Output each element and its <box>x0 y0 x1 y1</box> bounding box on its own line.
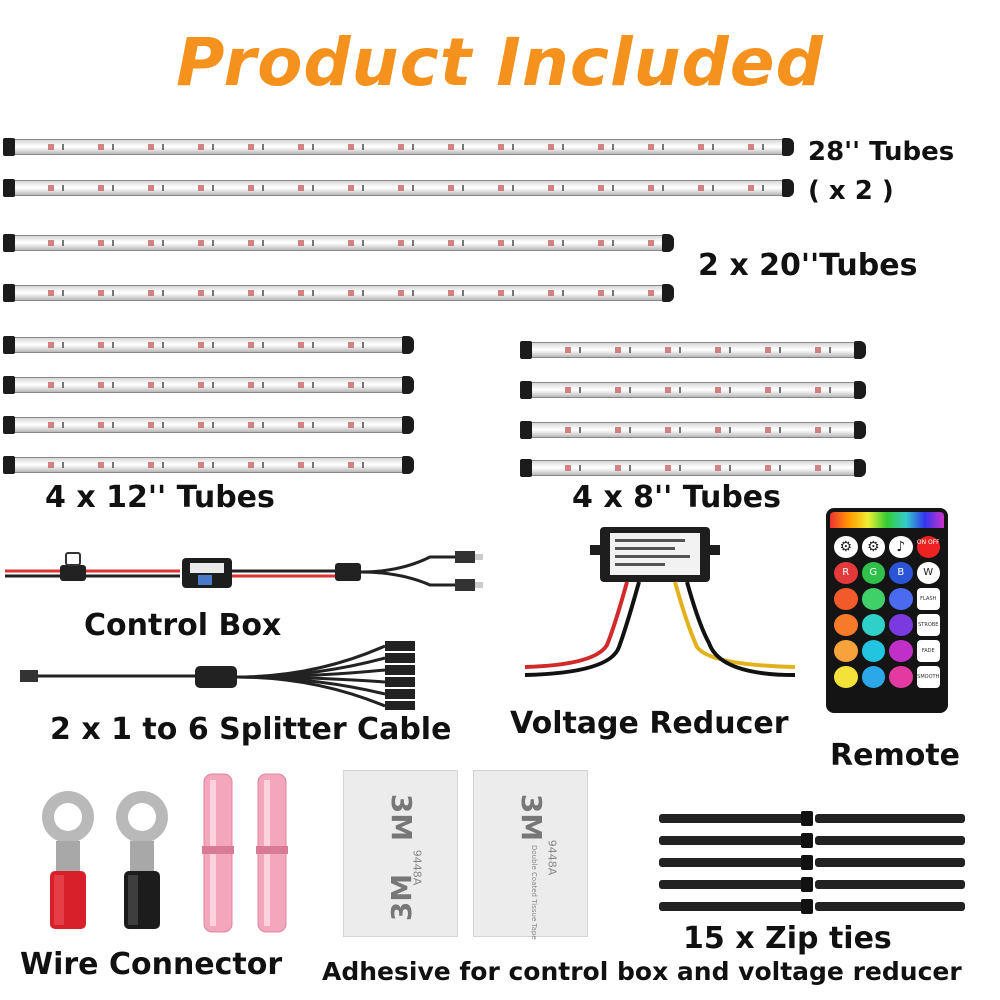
color-button[interactable] <box>834 640 858 662</box>
splitter-cable-image <box>20 641 415 710</box>
power-button[interactable]: ON OFF <box>916 536 940 558</box>
control-box-image <box>5 551 483 591</box>
tape-brand: 3M <box>515 793 549 842</box>
adhesive-tape-2: 3M 9448A Double Coated Tissue Tape <box>473 770 588 940</box>
fade-button[interactable]: FADE <box>916 640 940 662</box>
strobe-button[interactable]: STROBE <box>916 614 940 636</box>
label-20-tubes: 2 x 20''Tubes <box>698 248 918 283</box>
zip-ties-image <box>659 811 965 914</box>
label-voltage-reducer: Voltage Reducer <box>510 706 789 741</box>
gear-icon[interactable]: ⚙ <box>861 536 885 558</box>
tube-8-2 <box>520 381 866 399</box>
white-button[interactable]: W <box>916 562 940 584</box>
color-button[interactable] <box>861 614 885 636</box>
music-note-icon[interactable]: ♪ <box>889 536 913 558</box>
tube-28-1 <box>3 138 794 156</box>
color-button[interactable] <box>889 640 913 662</box>
tube-20-2 <box>3 284 674 302</box>
green-button[interactable]: G <box>861 562 885 584</box>
tube-12-2 <box>3 376 414 394</box>
tube-8-4 <box>520 459 866 477</box>
voltage-reducer-image <box>524 527 796 677</box>
gear-icon[interactable]: ⚙ <box>834 536 858 558</box>
color-button[interactable] <box>889 666 913 688</box>
label-adhesive: Adhesive for control box and voltage red… <box>322 957 962 986</box>
color-button[interactable] <box>861 666 885 688</box>
blue-button[interactable]: B <box>889 562 913 584</box>
tube-8-1 <box>520 341 866 359</box>
flash-button[interactable]: FLASH <box>916 588 940 610</box>
color-button[interactable] <box>834 588 858 610</box>
adhesive-tape-1: 3M 9448A 3M <box>343 770 458 937</box>
tube-12-1 <box>3 336 414 354</box>
red-button[interactable]: R <box>834 562 858 584</box>
label-zip-ties: 15 x Zip ties <box>683 921 892 956</box>
color-button[interactable] <box>889 588 913 610</box>
tape-brand: 3M <box>385 793 419 842</box>
color-button[interactable] <box>861 640 885 662</box>
butt-connector-image <box>202 773 288 933</box>
label-8-tubes: 4 x 8'' Tubes <box>572 480 782 515</box>
wire-connector-image <box>42 791 168 929</box>
color-button[interactable] <box>834 666 858 688</box>
label-wire-connector: Wire Connector <box>20 947 283 982</box>
tape-code: 9448A <box>545 839 559 876</box>
label-remote: Remote <box>830 738 961 773</box>
label-28-qty: ( x 2 ) <box>808 176 894 206</box>
tube-20-1 <box>3 234 674 252</box>
color-button[interactable] <box>861 588 885 610</box>
tape-subtitle: Double Coated Tissue Tape <box>530 845 538 940</box>
label-splitter-cable: 2 x 1 to 6 Splitter Cable <box>50 712 452 747</box>
smooth-button[interactable]: SMOOTH <box>916 666 940 688</box>
remote-control: ⚙ ⚙ ♪ ON OFF R G B W FLASH STROBE FADE S… <box>826 508 948 713</box>
label-control-box: Control Box <box>84 608 282 643</box>
tape-brand: 3M <box>385 873 419 922</box>
tube-28-2 <box>3 179 794 197</box>
tube-12-4 <box>3 456 414 474</box>
remote-color-bar <box>830 512 944 528</box>
color-button[interactable] <box>834 614 858 636</box>
label-28-tubes: 28'' Tubes <box>808 137 955 167</box>
tube-8-3 <box>520 421 866 439</box>
tube-12-3 <box>3 416 414 434</box>
color-button[interactable] <box>889 614 913 636</box>
page-title: Product Included <box>176 24 824 101</box>
label-12-tubes: 4 x 12'' Tubes <box>45 480 275 515</box>
